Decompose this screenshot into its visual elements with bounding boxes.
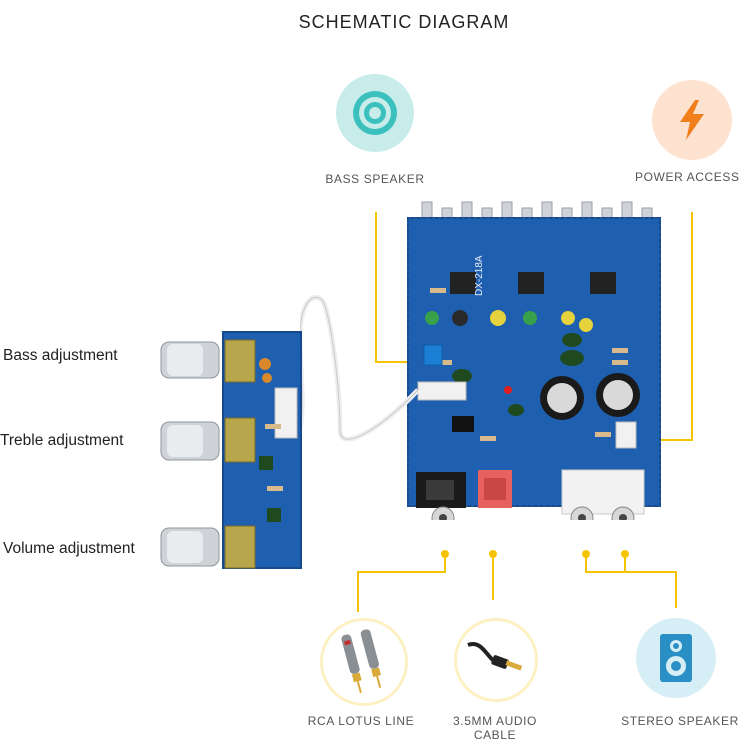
bass-adjustment-label: Bass adjustment <box>3 347 118 364</box>
treble-knob <box>160 417 256 463</box>
rca-lotus-circle <box>320 618 408 706</box>
stereo-line <box>585 557 677 608</box>
bass-speaker-circle <box>336 74 414 152</box>
audio-cable-label: 3.5MM AUDIO CABLE <box>453 714 537 742</box>
lightning-icon <box>680 100 704 140</box>
control-board <box>160 331 302 569</box>
bass-knob <box>160 339 256 383</box>
diagram-title: SCHEMATIC DIAGRAM <box>298 12 510 32</box>
treble-adjustment-label: Treble adjustment <box>0 432 124 449</box>
volume-adjustment-label: Volume adjustment <box>3 540 135 557</box>
power-access-circle <box>652 80 732 160</box>
bass-speaker-label: BASS SPEAKER <box>325 172 425 186</box>
power-access-line <box>658 212 693 441</box>
rca-plug-icon <box>341 629 382 694</box>
rca-lotus-label: RCA LOTUS LINE <box>307 714 415 728</box>
audio-cable-circle <box>454 618 538 702</box>
bass-speaker-line <box>375 212 408 363</box>
speaker-ring-icon <box>353 91 397 135</box>
volume-knob <box>160 525 256 569</box>
stereo-speaker-label: STEREO SPEAKER <box>621 714 739 728</box>
audio-jack-icon <box>467 642 523 671</box>
power-access-label: POWER ACCESS <box>635 170 740 184</box>
amplifier-board <box>300 201 661 520</box>
rca-line <box>357 557 446 612</box>
stereo-speaker-icon <box>660 634 692 682</box>
stereo-speaker-circle <box>636 618 716 698</box>
board-marking: DX-218A <box>474 255 485 296</box>
